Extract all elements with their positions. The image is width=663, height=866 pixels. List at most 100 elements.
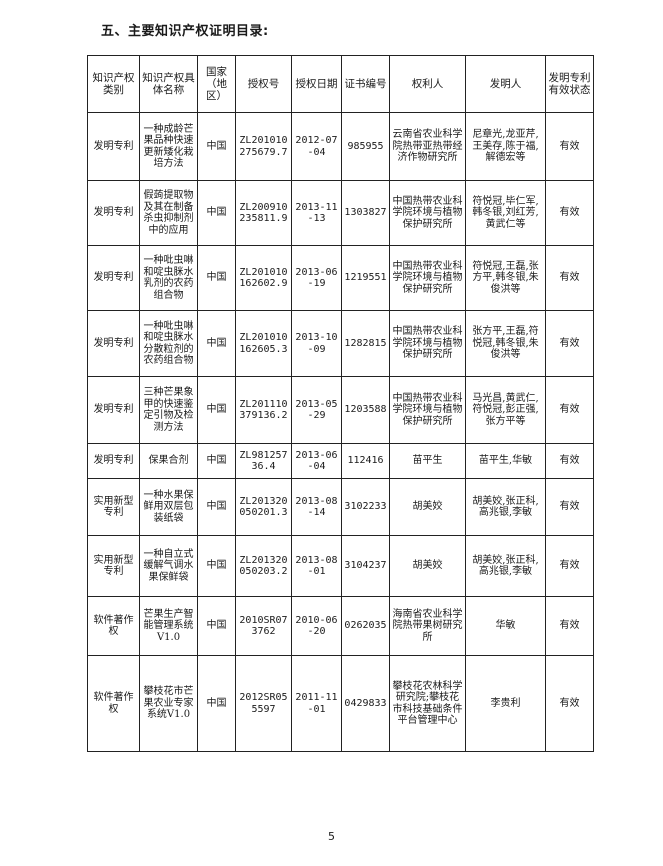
ip-name: 一种成龄芒果品种快速更新矮化栽培方法: [139, 112, 198, 181]
country: 中国: [197, 478, 236, 536]
auth-number: 2010SR073762: [235, 596, 292, 656]
validity-status: 有效: [545, 112, 594, 181]
table-row: 软件著作权 芒果生产智能管理系统V1.0 中国 2010SR073762 201…: [87, 596, 594, 656]
rights-holder: 中国热带农业科学院环境与植物保护研究所: [389, 180, 466, 246]
rights-holder: 胡美姣: [389, 535, 466, 597]
inventors: 尼章光,龙亚芹,王美存,陈于福,解德宏等: [465, 112, 546, 181]
table-row: 发明专利 一种吡虫啉和啶虫脒水乳剂的农药组合物 中国 ZL20101016260…: [87, 245, 594, 311]
validity-status: 有效: [545, 245, 594, 311]
ip-name: 保果合剂: [139, 443, 198, 479]
table-row: 发明专利 保果合剂 中国 ZL98125736.4 2013-06-04 112…: [87, 443, 594, 479]
auth-number: ZL201010162602.9: [235, 245, 292, 311]
validity-status: 有效: [545, 443, 594, 479]
rights-holder: 胡美姣: [389, 478, 466, 536]
validity-status: 有效: [545, 596, 594, 656]
auth-date: 2013-11-13: [291, 180, 342, 246]
auth-number: ZL98125736.4: [235, 443, 292, 479]
auth-number: ZL201010162605.3: [235, 310, 292, 377]
header-row: 知识产权类别 知识产权具体名称 国家（地区） 授权号 授权日期 证书编号 权利人…: [87, 55, 594, 113]
inventors: 苗平生,华敏: [465, 443, 546, 479]
validity-status: 有效: [545, 376, 594, 444]
country: 中国: [197, 310, 236, 377]
auth-date: 2010-06-20: [291, 596, 342, 656]
ip-name: 攀枝花市芒果农业专家系统V1.0: [139, 655, 198, 752]
ip-type: 实用新型专利: [87, 535, 140, 597]
auth-date: 2011-11-01: [291, 655, 342, 752]
header-cell: 发明专利有效状态: [545, 55, 594, 113]
ip-name: 一种水果保鲜用双层包装纸袋: [139, 478, 198, 536]
country: 中国: [197, 596, 236, 656]
validity-status: 有效: [545, 180, 594, 246]
certificate-number: 1203588: [341, 376, 390, 444]
table-row: 发明专利 三种芒果象甲的快速鉴定引物及检测方法 中国 ZL20111037913…: [87, 376, 594, 444]
validity-status: 有效: [545, 655, 594, 752]
table-row: 发明专利 一种成龄芒果品种快速更新矮化栽培方法 中国 ZL20101027567…: [87, 112, 594, 181]
rights-holder: 苗平生: [389, 443, 466, 479]
ip-type: 发明专利: [87, 376, 140, 444]
header-cell: 知识产权类别: [87, 55, 140, 113]
ip-type: 实用新型专利: [87, 478, 140, 536]
country: 中国: [197, 180, 236, 246]
header-cell: 证书编号: [341, 55, 390, 113]
auth-number: 2012SR055597: [235, 655, 292, 752]
header-cell: 发明人: [465, 55, 546, 113]
rights-holder: 中国热带农业科学院环境与植物保护研究所: [389, 376, 466, 444]
inventors: 张方平,王磊,符悦冠,韩冬银,朱俊洪等: [465, 310, 546, 377]
country: 中国: [197, 376, 236, 444]
ip-type: 发明专利: [87, 245, 140, 311]
auth-number: ZL201320050201.3: [235, 478, 292, 536]
certificate-number: 3104237: [341, 535, 390, 597]
inventors: 李贵利: [465, 655, 546, 752]
page-number: 5: [328, 830, 335, 843]
header-cell: 授权号: [235, 55, 292, 113]
section-heading: 五、主要知识产权证明目录:: [101, 24, 269, 39]
inventors: 马光昌,黄武仁,符悦冠,彭正强,张方平等: [465, 376, 546, 444]
ip-type: 软件著作权: [87, 655, 140, 752]
ip-name: 一种吡虫啉和啶虫脒水分散粒剂的农药组合物: [139, 310, 198, 377]
country: 中国: [197, 655, 236, 752]
country: 中国: [197, 245, 236, 311]
table-row: 软件著作权 攀枝花市芒果农业专家系统V1.0 中国 2012SR055597 2…: [87, 655, 594, 752]
ip-name: 芒果生产智能管理系统V1.0: [139, 596, 198, 656]
rights-holder: 海南省农业科学院热带果树研究所: [389, 596, 466, 656]
inventors: 符悦冠,王磊,张方平,韩冬银,朱俊洪等: [465, 245, 546, 311]
certificate-number: 0262035: [341, 596, 390, 656]
certificate-number: 985955: [341, 112, 390, 181]
ip-type: 发明专利: [87, 180, 140, 246]
country: 中国: [197, 443, 236, 479]
auth-number: ZL200910235811.9: [235, 180, 292, 246]
auth-number: ZL201320050203.2: [235, 535, 292, 597]
table-row: 发明专利 一种吡虫啉和啶虫脒水分散粒剂的农药组合物 中国 ZL201010162…: [87, 310, 594, 377]
header-cell: 国家（地区）: [197, 55, 236, 113]
table-row: 实用新型专利 一种水果保鲜用双层包装纸袋 中国 ZL201320050201.3…: [87, 478, 594, 536]
country: 中国: [197, 112, 236, 181]
ip-name: 三种芒果象甲的快速鉴定引物及检测方法: [139, 376, 198, 444]
auth-date: 2013-08-14: [291, 478, 342, 536]
validity-status: 有效: [545, 478, 594, 536]
auth-number: ZL201010275679.7: [235, 112, 292, 181]
table-row: 实用新型专利 一种自立式缓解气调水果保鲜袋 中国 ZL201320050203.…: [87, 535, 594, 597]
ip-name: 一种自立式缓解气调水果保鲜袋: [139, 535, 198, 597]
country: 中国: [197, 535, 236, 597]
auth-date: 2012-07-04: [291, 112, 342, 181]
ip-type: 发明专利: [87, 443, 140, 479]
ip-table: 知识产权类别 知识产权具体名称 国家（地区） 授权号 授权日期 证书编号 权利人…: [87, 55, 594, 752]
header-cell: 授权日期: [291, 55, 342, 113]
validity-status: 有效: [545, 310, 594, 377]
auth-number: ZL201110379136.2: [235, 376, 292, 444]
rights-holder: 中国热带农业科学院环境与植物保护研究所: [389, 310, 466, 377]
ip-name: 一种吡虫啉和啶虫脒水乳剂的农药组合物: [139, 245, 198, 311]
inventors: 符悦冠,毕仁军,韩冬银,刘红芳,黄武仁等: [465, 180, 546, 246]
auth-date: 2013-06-04: [291, 443, 342, 479]
inventors: 胡美姣,张正科,高兆银,李敏: [465, 478, 546, 536]
auth-date: 2013-10-09: [291, 310, 342, 377]
certificate-number: 1219551: [341, 245, 390, 311]
certificate-number: 112416: [341, 443, 390, 479]
certificate-number: 0429833: [341, 655, 390, 752]
rights-holder: 云南省农业科学院热带亚热带经济作物研究所: [389, 112, 466, 181]
certificate-number: 1282815: [341, 310, 390, 377]
ip-type: 发明专利: [87, 310, 140, 377]
rights-holder: 中国热带农业科学院环境与植物保护研究所: [389, 245, 466, 311]
ip-type: 发明专利: [87, 112, 140, 181]
auth-date: 2013-05-29: [291, 376, 342, 444]
